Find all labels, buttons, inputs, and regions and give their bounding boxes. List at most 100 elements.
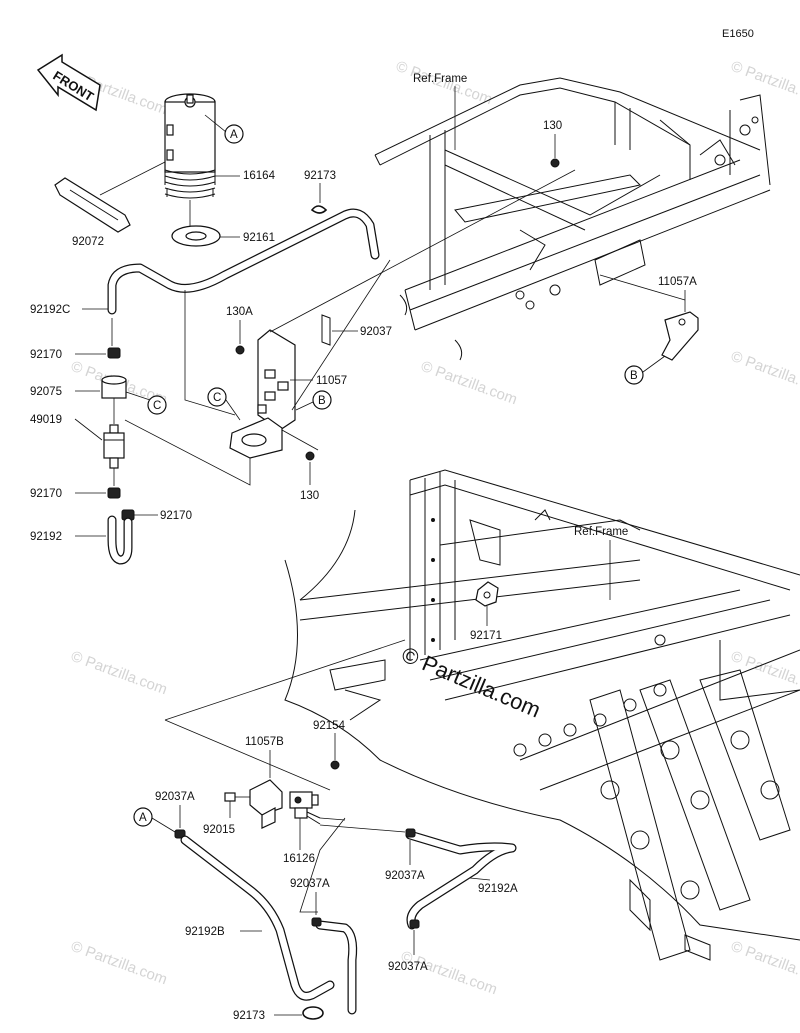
hose-92192C bbox=[107, 208, 380, 315]
bracket-11057 bbox=[229, 329, 296, 459]
leader-line bbox=[164, 719, 331, 791]
leader-line bbox=[469, 877, 491, 881]
leader-line bbox=[269, 169, 576, 333]
leader-line bbox=[164, 639, 406, 721]
callout-letter: B bbox=[630, 370, 638, 382]
strap-92072 bbox=[54, 177, 131, 233]
callout-b-right bbox=[624, 365, 644, 385]
part-label-92192B: 92192B bbox=[185, 926, 225, 938]
leader-line bbox=[74, 418, 103, 441]
part-label-92171: 92171 bbox=[470, 630, 502, 642]
part-label-16164: 16164 bbox=[243, 170, 276, 182]
part-label-130A: 130A bbox=[226, 306, 253, 318]
clamp-icon bbox=[311, 917, 322, 927]
callout-c-mid bbox=[147, 395, 167, 415]
callout-a-bottom bbox=[133, 807, 153, 827]
leader-line bbox=[319, 824, 406, 833]
watermark: © Partzilla.com bbox=[399, 948, 500, 999]
part-label-92037A-c: 92037A bbox=[385, 870, 425, 882]
clamp-icon bbox=[405, 828, 416, 838]
part-label-92072: 92072 bbox=[72, 236, 104, 248]
part-label-92037A-b: 92037A bbox=[290, 878, 330, 890]
part-label-92170-a: 92170 bbox=[30, 349, 62, 361]
bracket-11057B bbox=[249, 779, 283, 829]
filter-49019 bbox=[103, 424, 125, 469]
part-label-92161: 92161 bbox=[243, 232, 275, 244]
part-label-92173-top: 92173 bbox=[304, 170, 336, 182]
part-label-92173-bottom: 92173 bbox=[233, 1010, 265, 1022]
callout-letter: C bbox=[213, 392, 221, 404]
part-label-92015: 92015 bbox=[203, 824, 235, 836]
cap-92075 bbox=[101, 375, 127, 399]
watermark: © Partzilla.com bbox=[729, 348, 800, 399]
clip-92015 bbox=[224, 792, 236, 802]
part-label-92170-c: 92170 bbox=[160, 510, 192, 522]
callout-letter: B bbox=[318, 395, 326, 407]
hose-92192A bbox=[405, 830, 517, 930]
leader-line bbox=[319, 817, 346, 821]
part-label-92075: 92075 bbox=[30, 386, 62, 398]
upper-frame bbox=[374, 77, 771, 361]
canister-16164 bbox=[164, 93, 216, 199]
part-label-92192A: 92192A bbox=[478, 883, 518, 895]
leader-line bbox=[291, 259, 391, 411]
leader-line bbox=[124, 419, 251, 486]
clamp-icon bbox=[310, 205, 328, 214]
leader-line bbox=[299, 817, 346, 913]
clamp-icon bbox=[174, 829, 186, 839]
part-label-16126: 16126 bbox=[283, 853, 315, 865]
part-label-92170-b: 92170 bbox=[30, 488, 62, 500]
clamp-icon bbox=[409, 919, 420, 929]
clip-92171 bbox=[475, 581, 499, 607]
callout-c-bracket bbox=[207, 387, 227, 407]
watermark: © Partzilla.com bbox=[729, 938, 800, 989]
part-label-49019: 49019 bbox=[30, 414, 62, 426]
ref-frame-label: Ref.Frame bbox=[413, 73, 467, 85]
diagram-code: E1650 bbox=[722, 28, 754, 40]
clamp-icon bbox=[107, 487, 121, 499]
part-label-11057: 11057 bbox=[316, 375, 347, 387]
part-label-92037: 92037 bbox=[360, 326, 392, 338]
watermark: © Partzilla.com bbox=[69, 648, 170, 699]
clamp-icon bbox=[107, 347, 121, 359]
leader-line bbox=[184, 290, 236, 416]
bolt-icon bbox=[235, 345, 245, 355]
clamp-icon bbox=[302, 1006, 324, 1020]
bolt-icon bbox=[330, 760, 340, 770]
bolt-icon bbox=[550, 158, 560, 168]
leader-line bbox=[599, 274, 686, 301]
bracket-11057A bbox=[661, 311, 699, 361]
leader-line bbox=[642, 355, 666, 373]
front-arrow: FRONT bbox=[36, 53, 101, 112]
watermark-center: © Partzilla.com bbox=[398, 642, 544, 723]
part-label-92192: 92192 bbox=[30, 531, 62, 543]
callout-a-top bbox=[224, 124, 244, 144]
leader-line bbox=[295, 401, 314, 411]
watermark: © Partzilla.com bbox=[419, 358, 520, 409]
part-label-92037A-d: 92037A bbox=[388, 961, 428, 973]
callout-letter: A bbox=[230, 129, 238, 141]
callout-b-bracket bbox=[312, 390, 332, 410]
leader-line bbox=[99, 161, 166, 196]
watermark: © Partzilla.com bbox=[69, 938, 170, 989]
part-label-11057B: 11057B bbox=[245, 736, 284, 748]
leader-line bbox=[125, 391, 151, 401]
clip-92037 bbox=[321, 314, 331, 346]
part-label-130-top: 130 bbox=[543, 120, 562, 132]
leader-line bbox=[225, 399, 241, 421]
grommet-92161 bbox=[171, 225, 221, 247]
valve-16126 bbox=[289, 791, 321, 825]
hose-92192B bbox=[180, 835, 358, 1015]
bolt-icon bbox=[305, 451, 315, 461]
part-label-92154: 92154 bbox=[313, 720, 346, 732]
hose-92192 bbox=[107, 515, 133, 565]
part-label-130-bottom: 130 bbox=[300, 490, 319, 502]
part-label-11057A: 11057A bbox=[658, 276, 697, 288]
lower-frame bbox=[284, 469, 800, 961]
callout-letter: C bbox=[153, 400, 161, 412]
watermarks: © Partzilla.com © Partzilla.com © Partzi… bbox=[69, 58, 800, 999]
watermark: © Partzilla.com bbox=[729, 58, 800, 109]
leader-line bbox=[151, 817, 176, 833]
leader-line bbox=[204, 114, 227, 133]
